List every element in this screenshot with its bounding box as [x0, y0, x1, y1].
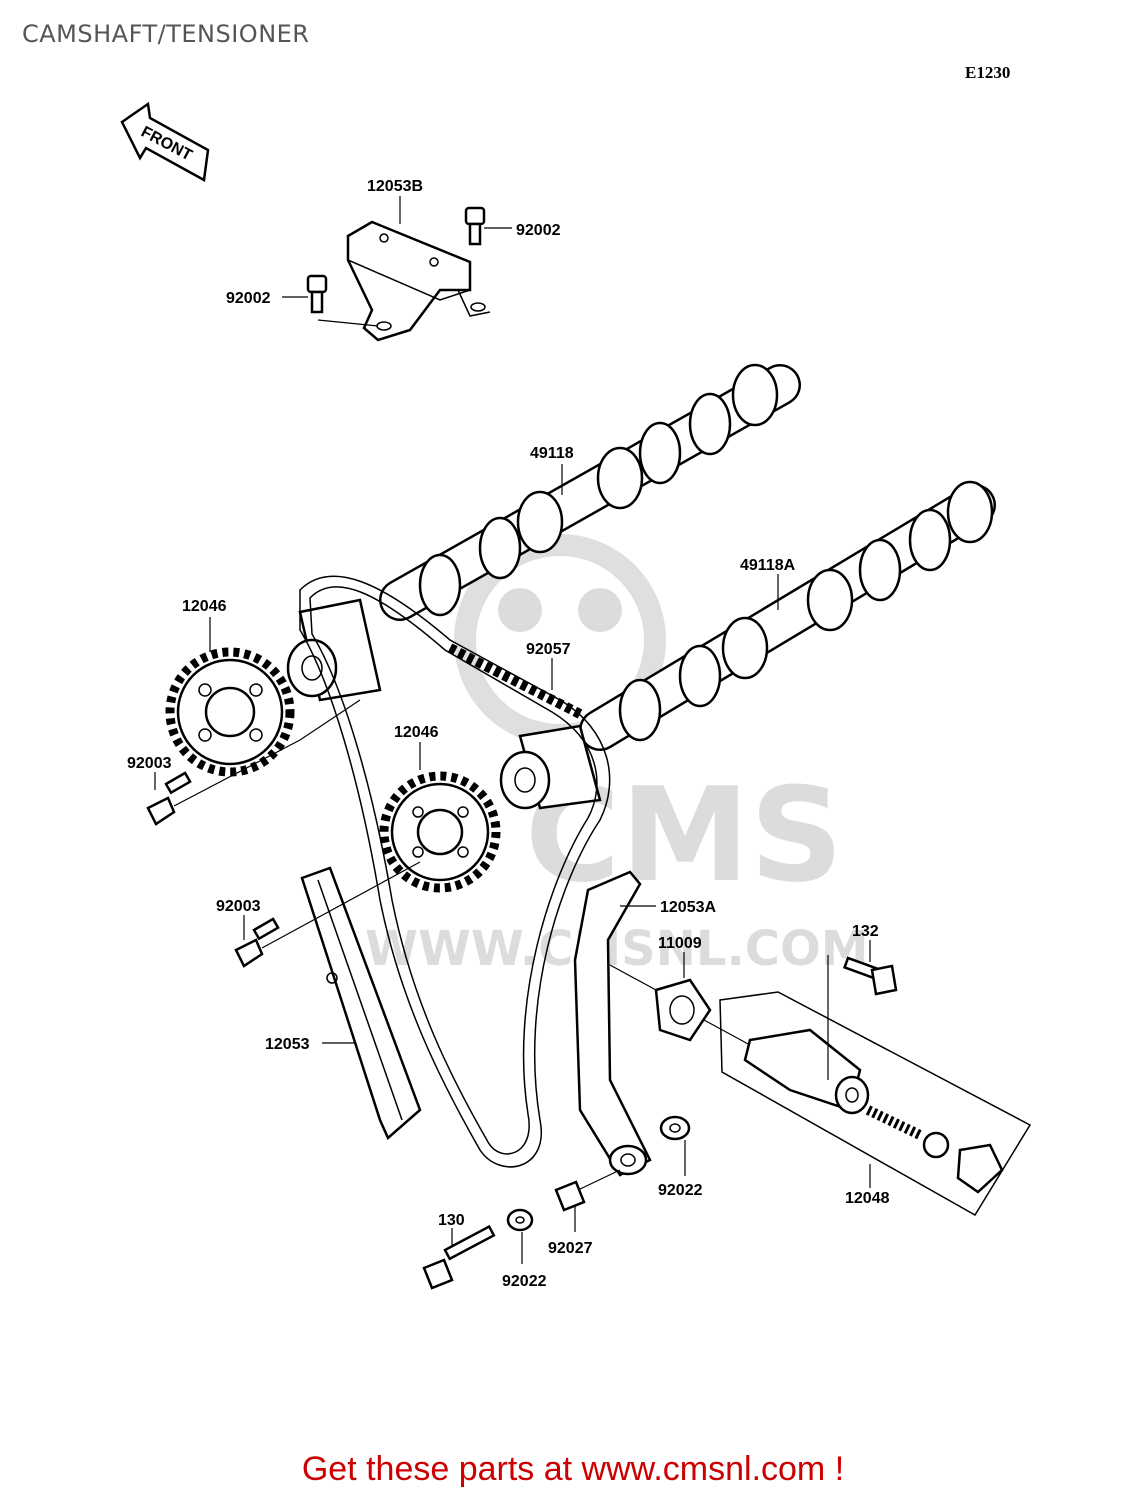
label-12046-center: 12046 — [394, 724, 439, 741]
label-12053b: 12053B — [367, 178, 423, 195]
watermark-eye-right — [578, 588, 622, 632]
label-49118: 49118 — [530, 445, 574, 462]
bracket-12053b — [346, 220, 491, 342]
sprocket-12046-center — [379, 771, 501, 893]
collar-92027 — [554, 1180, 586, 1212]
tensioner-assy-12048 — [719, 991, 1032, 1217]
chain-guide-12053a — [573, 870, 652, 1177]
label-11009: 11009 — [658, 935, 702, 952]
cam-flange-left — [286, 598, 382, 702]
chain-guide-12053 — [300, 866, 422, 1141]
label-92003-center: 92003 — [216, 898, 261, 915]
label-12053a: 12053A — [660, 899, 716, 916]
front-arrow-icon — [120, 101, 210, 182]
leader-lines — [154, 196, 871, 1264]
bolt-92003-left — [146, 771, 192, 826]
gasket-11009 — [654, 978, 712, 1042]
cam-flange-right — [499, 724, 602, 810]
diagram-title: CAMSHAFT/TENSIONER — [22, 20, 310, 48]
label-49118a: 49118A — [740, 557, 796, 574]
label-92027: 92027 — [548, 1240, 593, 1257]
watermark-eye-left — [498, 588, 542, 632]
front-arrow: FRONT — [120, 101, 210, 182]
label-92057: 92057 — [526, 641, 571, 658]
bolt-92003-center — [234, 917, 280, 968]
label-12048: 12048 — [845, 1190, 890, 1207]
cam-chain-92057 — [299, 575, 611, 1168]
label-130: 130 — [438, 1212, 465, 1229]
bolt-92002-left — [306, 274, 328, 314]
label-12053: 12053 — [265, 1036, 310, 1053]
label-92003-left: 92003 — [127, 755, 172, 772]
watermark-url: WWW.CMSNL.COM — [365, 921, 869, 977]
camshaft-49118a — [579, 480, 996, 751]
footer-promo-text: Get these parts at www.cmsnl.com ! — [301, 1450, 845, 1488]
label-12046-left: 12046 — [182, 598, 227, 615]
bolt-132 — [842, 956, 898, 996]
label-92002-upper: 92002 — [516, 222, 561, 239]
camshaft-49118 — [379, 363, 801, 621]
label-92022-lower: 92022 — [502, 1273, 547, 1290]
label-92002-left: 92002 — [226, 290, 271, 307]
bolt-130 — [422, 1224, 496, 1290]
diagram-code: E1230 — [965, 63, 1011, 82]
label-132: 132 — [852, 923, 879, 940]
washer-92022-right — [659, 1115, 691, 1141]
sprocket-12046-left — [165, 647, 295, 777]
bolt-92002-upper — [464, 206, 486, 246]
label-92022-right: 92022 — [658, 1182, 703, 1199]
washer-92022-lower — [506, 1208, 534, 1232]
part-labels: 12053B 92002 92002 49118 49118A 12046 12… — [127, 178, 890, 1290]
